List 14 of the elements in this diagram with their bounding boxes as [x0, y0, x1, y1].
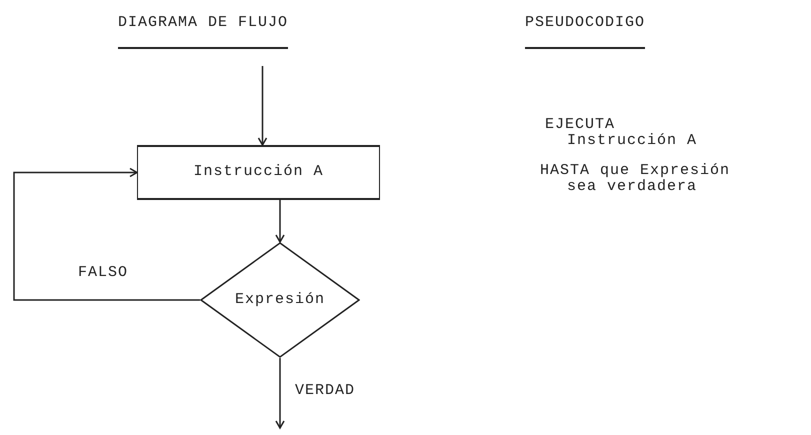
node-text: Instrucción A: [193, 162, 324, 182]
arrow: [275, 200, 285, 243]
pseudocode-line: sea verdadera: [567, 178, 698, 197]
arrow: [258, 66, 268, 146]
decision-diamond: [200, 242, 360, 358]
process-box: [137, 145, 380, 200]
column-heading: DIAGRAMA DE FLUJO: [118, 12, 288, 48]
column-heading: PSEUDOCODIGO: [525, 12, 646, 48]
pseudocode-line: EJECUTA: [545, 115, 616, 133]
arrow: [13, 168, 200, 301]
pseudocode-line: Instrucción A: [567, 131, 698, 151]
pseudocode-line: HASTA que Expresión: [540, 161, 730, 179]
node-text: Expresión: [234, 290, 325, 310]
arrow: [275, 358, 285, 429]
